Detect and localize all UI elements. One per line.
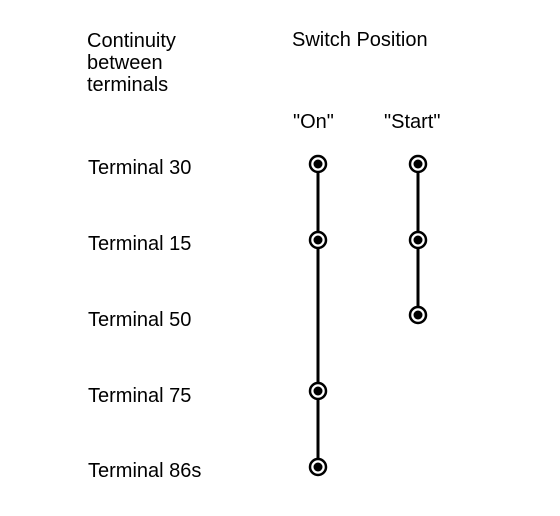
terminal-dot-core-on-1 (313, 235, 323, 245)
header-left-line-1: Continuity (87, 30, 176, 52)
header-left: Continuity between terminals (87, 30, 176, 96)
terminal-label-15: Terminal 15 (88, 233, 192, 255)
header-left-line-2: between (87, 52, 163, 74)
column-label-on: "On" (293, 111, 334, 133)
terminal-dot-core-start-2 (413, 310, 423, 320)
terminal-label-30: Terminal 30 (88, 157, 192, 179)
terminal-dot-core-on-4 (313, 462, 323, 472)
terminal-label-75: Terminal 75 (88, 385, 192, 407)
terminal-dot-core-start-1 (413, 235, 423, 245)
header-switch-position: Switch Position (292, 29, 428, 51)
terminal-label-50: Terminal 50 (88, 309, 192, 331)
terminal-dot-core-on-0 (313, 159, 323, 169)
column-label-start: "Start" (384, 111, 441, 133)
terminal-label-86s: Terminal 86s (88, 460, 202, 482)
header-left-line-3: terminals (87, 74, 169, 96)
terminal-dot-core-on-3 (313, 386, 323, 396)
terminal-dot-core-start-0 (413, 159, 423, 169)
